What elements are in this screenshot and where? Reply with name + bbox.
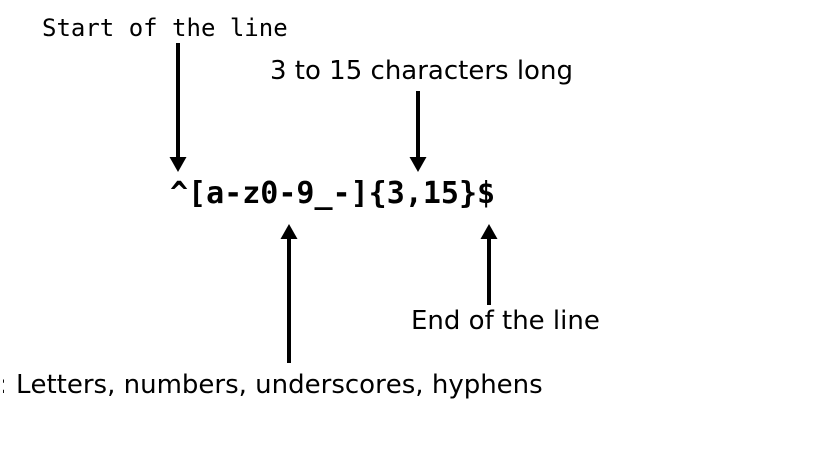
annotation-label-start-of-line: Start of the line	[42, 14, 288, 42]
arrow-start-of-line	[169, 43, 187, 172]
clipped-left-glyph: :	[0, 372, 4, 398]
annotation-label-end-of-line: End of the line	[411, 306, 600, 336]
arrow-length-range	[409, 91, 427, 172]
regex-pattern-text: ^[a-z0-9_-]{3,15}$	[170, 176, 496, 211]
arrow-end-of-line	[480, 224, 498, 305]
annotation-label-allowed-characters: Letters, numbers, underscores, hyphens	[16, 370, 543, 400]
arrow-allowed-characters	[280, 224, 298, 363]
annotation-label-length-range: 3 to 15 characters long	[270, 56, 573, 86]
